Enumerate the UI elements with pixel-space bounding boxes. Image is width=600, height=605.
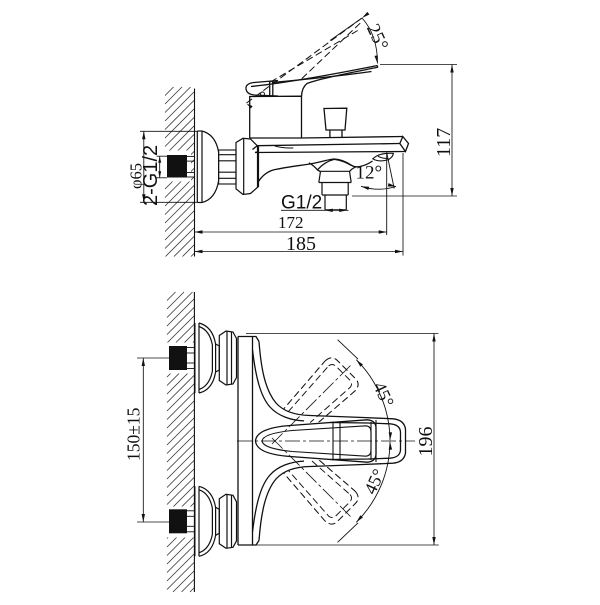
svg-text:12°: 12°: [356, 163, 383, 184]
svg-text:150±15: 150±15: [124, 407, 144, 461]
svg-text:196: 196: [415, 427, 437, 457]
svg-text:G1/2: G1/2: [281, 193, 322, 214]
svg-text:φ65: φ65: [127, 163, 146, 189]
svg-text:172: 172: [278, 213, 304, 232]
svg-text:2-G1/2: 2-G1/2: [140, 145, 162, 206]
svg-text:185: 185: [286, 233, 316, 255]
svg-text:117: 117: [433, 128, 455, 157]
